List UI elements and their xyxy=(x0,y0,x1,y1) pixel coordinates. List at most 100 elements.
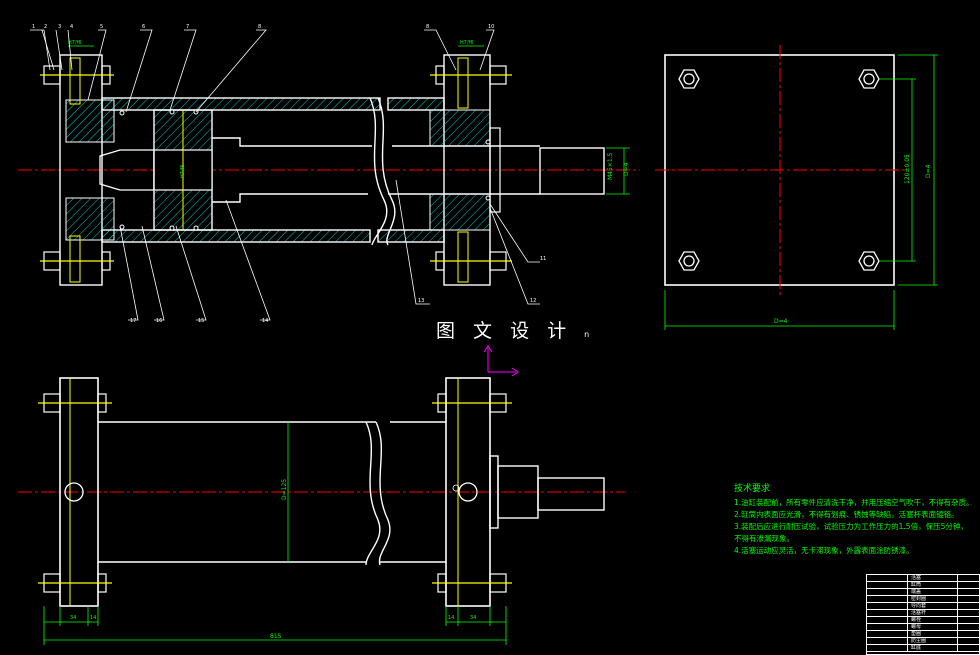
barrel xyxy=(101,97,445,243)
title-block-part-name: 缸底 xyxy=(911,645,922,651)
top-rod xyxy=(489,455,605,529)
title-block-row: 缸底 xyxy=(867,645,980,652)
title-block-part-name: 活塞杆 xyxy=(911,610,927,616)
title-block-code xyxy=(869,631,908,637)
title-block-row: 活塞杆 xyxy=(867,610,980,617)
title-block-code xyxy=(869,624,908,630)
title-block-divider xyxy=(957,645,958,652)
requirement-2: 2.缸筒内表面应光滑，不得有划痕、锈蚀等缺陷，活塞杆表面镀铬。 xyxy=(734,510,959,519)
title-block-code xyxy=(869,589,908,595)
title-block-code xyxy=(869,582,908,588)
top-view: D=125 815 xyxy=(18,377,625,645)
title-block-part-name: 活塞 xyxy=(911,575,922,581)
title-block-divider xyxy=(957,638,958,645)
svg-text:11: 11 xyxy=(540,256,546,262)
ucs-icon xyxy=(483,345,519,377)
dim-left-gap: 14 xyxy=(90,615,96,621)
requirement-1: 1.油缸装配前，所有零件应清洗干净，并用压缩空气吹干，不得有杂质。 xyxy=(734,498,974,507)
svg-text:6: 6 xyxy=(142,24,145,30)
dim-rod-dia: D=4 xyxy=(623,162,630,176)
svg-text:15: 15 xyxy=(198,318,204,324)
title-block-code xyxy=(869,575,908,581)
top-bolts xyxy=(38,393,512,593)
svg-text:14: 14 xyxy=(262,318,268,324)
title-block-row: 螺栓 xyxy=(867,617,980,624)
left-bolts xyxy=(40,65,114,271)
title-block-divider xyxy=(957,617,958,624)
leader-lines xyxy=(30,29,540,321)
dim-left-flange: 34 xyxy=(70,615,76,621)
dim-total-length: 815 xyxy=(270,633,282,640)
left-flange xyxy=(59,54,103,286)
title-block-divider xyxy=(957,596,958,603)
right-flange-hatch-top xyxy=(429,109,491,147)
piston-rod xyxy=(212,137,605,203)
title-block-code xyxy=(869,645,908,651)
title-block-row: 缸筒 xyxy=(867,582,980,589)
svg-text:7: 7 xyxy=(186,24,189,30)
left-flange-inner-b xyxy=(69,235,81,283)
piston-nut xyxy=(99,149,155,191)
title-block-code xyxy=(869,610,908,616)
right-flange-hatch-bottom xyxy=(429,193,491,231)
svg-text:17: 17 xyxy=(130,318,136,324)
side-dimensions xyxy=(664,54,938,330)
side-view: D=4 D=4 120±0.05 xyxy=(655,45,938,330)
svg-text:5: 5 xyxy=(100,24,103,30)
title-block-row: 端盖 xyxy=(867,589,980,596)
title-block-divider xyxy=(957,624,958,631)
title-block-row: 活塞 xyxy=(867,575,980,582)
svg-text:4: 4 xyxy=(70,24,73,30)
side-bolt-holes xyxy=(678,69,880,271)
title-block-part-name: 导向套 xyxy=(911,603,927,609)
svg-text:16: 16 xyxy=(156,318,162,324)
title-block-row: 螺母 xyxy=(867,624,980,631)
watermark: 图 文 设 计 n xyxy=(436,316,589,343)
svg-text:8: 8 xyxy=(258,24,261,30)
title-block-part-name: 防尘圈 xyxy=(911,638,927,644)
dim-right-gap: 14 xyxy=(448,615,454,621)
title-block: 活塞缸筒端盖密封圈导向套活塞杆螺栓螺母垫圈防尘圈缸底 xyxy=(866,574,980,655)
break-line-top xyxy=(377,97,396,246)
top-left-flange xyxy=(59,377,99,607)
title-block-divider xyxy=(957,610,958,617)
svg-text:8: 8 xyxy=(426,24,429,30)
requirements-title: 技术要求 xyxy=(734,484,771,494)
dim-side-height: D=4 xyxy=(925,164,932,178)
left-flange-inner xyxy=(69,57,81,105)
title-block-row: 密封圈 xyxy=(867,596,980,603)
dim-fit-left: H7/f6 xyxy=(68,40,82,46)
dim-right-flange: 34 xyxy=(470,615,476,621)
right-flange-inner xyxy=(457,57,469,109)
title-block-divider xyxy=(957,575,958,582)
dim-bore: D=125 xyxy=(281,479,288,500)
svg-text:13: 13 xyxy=(418,298,424,304)
svg-text:1: 1 xyxy=(32,24,35,30)
requirement-4: 4.活塞运动应灵活，无卡滞现象，外露表面涂防锈漆。 xyxy=(734,546,914,555)
title-block-part-name: 缸筒 xyxy=(911,582,922,588)
technical-requirements: 技术要求 1.油缸装配前，所有零件应清洗干净，并用压缩空气吹干，不得有杂质。 2… xyxy=(734,483,978,557)
dim-piston-fit: H7/f6 xyxy=(180,164,186,178)
seals xyxy=(119,109,491,231)
title-block-part-name: 密封圈 xyxy=(911,596,927,602)
title-block-row: 导向套 xyxy=(867,603,980,610)
title-block-part-name: 垫圈 xyxy=(911,631,922,637)
svg-text:10: 10 xyxy=(488,24,494,30)
title-block-divider xyxy=(957,582,958,589)
svg-text:2: 2 xyxy=(44,24,47,30)
svg-text:12: 12 xyxy=(530,298,536,304)
title-block-row: 垫圈 xyxy=(867,631,980,638)
title-block-code xyxy=(869,638,908,644)
dim-rod-end: M45×1.5 xyxy=(607,152,614,180)
title-block-divider xyxy=(957,603,958,610)
requirement-3b: 不得有渗漏现象。 xyxy=(734,534,794,543)
dim-side-inner: 120±0.05 xyxy=(904,154,911,184)
title-block-divider xyxy=(957,589,958,596)
svg-text:3: 3 xyxy=(58,24,61,30)
watermark-text: 图 文 设 计 xyxy=(436,320,573,342)
section-dimensions xyxy=(68,45,630,195)
requirement-3: 3.装配后应进行耐压试验，试验压力为工作压力的1.5倍，保压5分钟， xyxy=(734,522,968,531)
dim-fit-right: H7/f6 xyxy=(460,40,474,46)
